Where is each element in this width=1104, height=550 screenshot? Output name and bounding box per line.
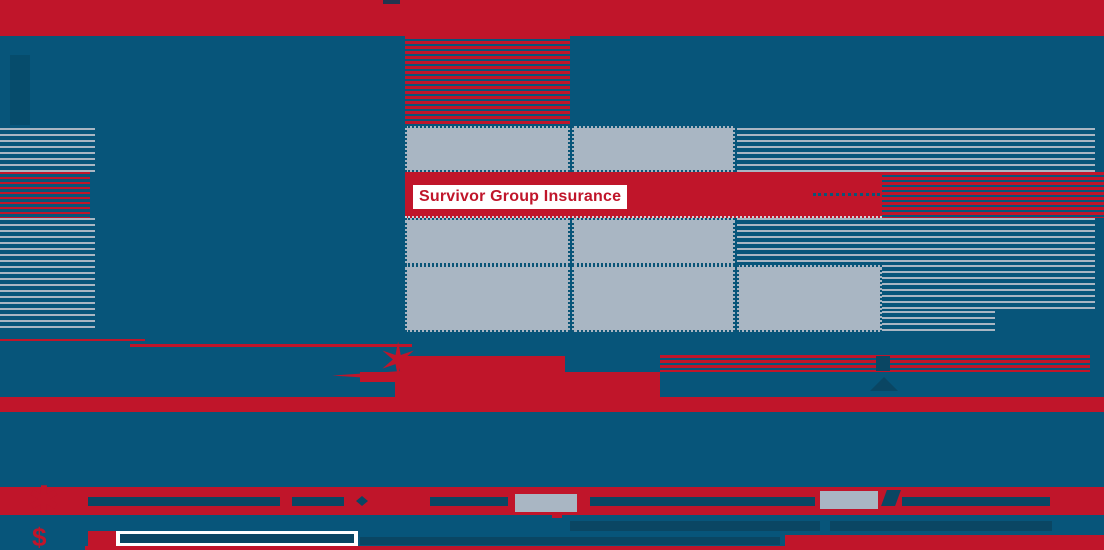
footer-text-bar-9	[360, 537, 780, 545]
glitch-line-a	[0, 339, 145, 341]
footer-text-bar-1	[88, 497, 280, 506]
diamond-glitch-icon	[356, 496, 368, 506]
menu-cell-r4c3[interactable]	[737, 265, 882, 332]
glitch-glyph-a	[870, 377, 898, 391]
menu-cell-r3c1[interactable]	[405, 218, 570, 265]
header-bar	[0, 0, 1104, 36]
glitch-line-b	[130, 344, 412, 347]
sidebar-shadow-block	[10, 55, 30, 125]
dollar-bullet-icon: $	[32, 522, 47, 550]
footer-gray-box-1	[515, 494, 577, 512]
footer-text-bar-6	[570, 521, 820, 531]
footer-red-dash	[552, 515, 562, 518]
footer-gray-box-2	[820, 491, 878, 509]
right-text-stripes-2	[882, 311, 995, 332]
glitch-glyph-one	[876, 356, 890, 371]
menu-cell-r1c3-glitch	[737, 128, 1095, 172]
footer-text-bar-7	[830, 521, 1052, 531]
menu-cell-r4c2[interactable]	[572, 265, 735, 332]
selected-menu-item-label: Survivor Group Insurance	[419, 188, 622, 205]
footer-red-bar-small	[88, 531, 116, 546]
footer-text-bar-5	[902, 497, 1050, 506]
footer-text-bar-3	[430, 497, 508, 506]
footer-text-bar-8	[120, 534, 354, 543]
glitch-stripes-right	[660, 355, 1090, 372]
glitch-block-b	[360, 372, 660, 382]
footer-bottom-red-line	[85, 546, 1104, 550]
menu-cell-r3c2[interactable]	[572, 218, 735, 265]
selected-row-dotted-line	[813, 193, 880, 196]
menu-cell-r3c3-glitch	[737, 218, 1095, 263]
glitch-block-a	[400, 356, 565, 372]
sidebar-text-stripes-top	[0, 128, 95, 172]
footer-text-bar-2	[292, 497, 344, 506]
sidebar-text-stripes-bottom	[0, 218, 95, 332]
header-notch	[383, 0, 400, 4]
glitch-band-full	[0, 397, 1104, 412]
right-text-stripes-1	[882, 265, 1095, 311]
star-bullet-icon: ✱	[28, 480, 60, 522]
selected-row-glitch-stripes	[882, 172, 1104, 218]
nav-column-glitch-stripes	[405, 36, 570, 126]
selected-menu-item[interactable]: Survivor Group Insurance	[413, 185, 628, 209]
menu-cell-r1c2[interactable]	[572, 126, 735, 172]
glitch-block-c	[395, 382, 660, 398]
footer-text-bar-4	[590, 497, 815, 506]
menu-cell-r1c1[interactable]	[405, 126, 570, 172]
menu-cell-r4c1[interactable]	[405, 265, 570, 332]
sidebar-text-stripes-highlight	[0, 172, 90, 218]
